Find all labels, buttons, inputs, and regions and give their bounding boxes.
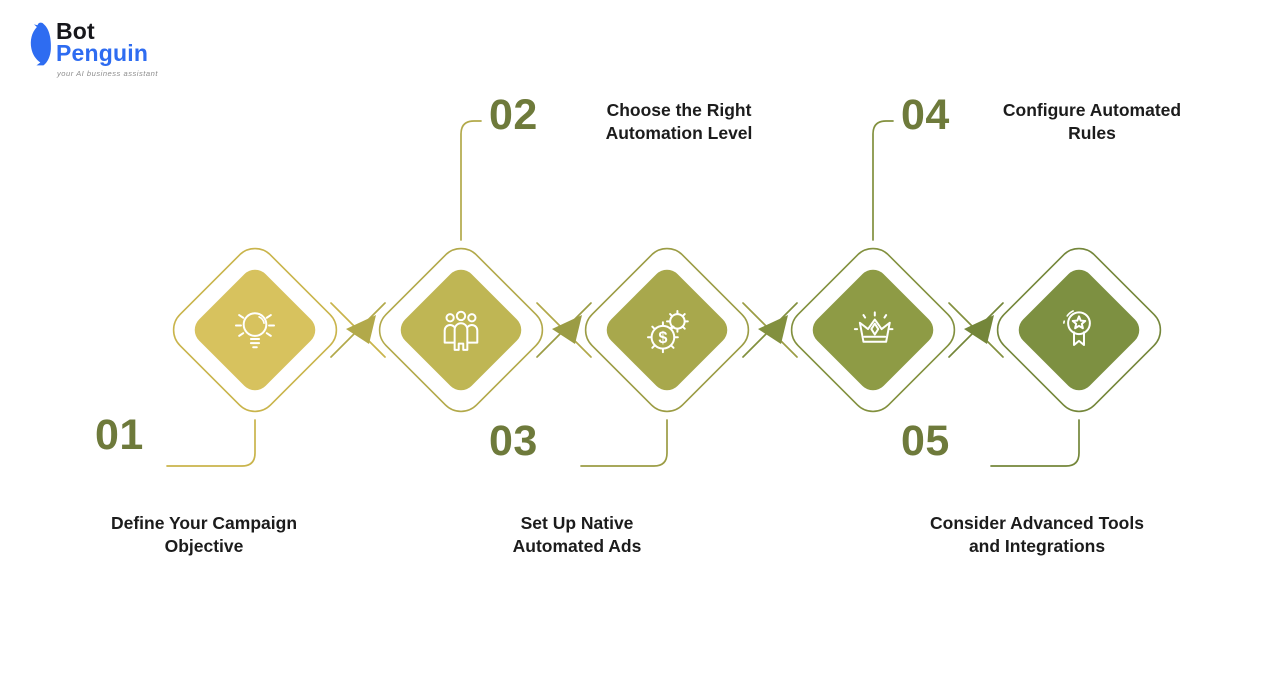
step-3-diamond: $ (584, 247, 750, 413)
step-label-2: Choose the Right Automation Level (605, 100, 753, 144)
diamond-outline (172, 247, 338, 413)
step-number-2: 02 (489, 91, 538, 139)
step-label-3: Set Up Native Automated Ads (512, 513, 642, 557)
crown-icon (853, 311, 894, 343)
award-icon (1063, 310, 1091, 346)
step-label-1: Define Your Campaign Objective (110, 513, 298, 557)
penguin-icon (30, 22, 51, 66)
connector-line-01 (166, 419, 256, 467)
connector-line-05 (990, 419, 1080, 467)
flow-cross-2 (536, 302, 592, 358)
flow-cross-1 (330, 302, 386, 358)
step-number-4: 04 (901, 91, 950, 139)
step-4-diamond (790, 247, 956, 413)
connector-line-04 (872, 120, 894, 241)
logo-word-penguin: Penguin (56, 40, 149, 66)
logo-tagline: your AI business assistant (57, 69, 158, 78)
lightbulb-icon (234, 312, 276, 349)
diamond-fill (194, 269, 316, 391)
logo-word-bot: Bot (56, 18, 95, 44)
diamond-outline (378, 247, 544, 413)
diamond-fill (1018, 269, 1140, 391)
arrow-left-icon (346, 315, 376, 344)
step-1-diamond (172, 247, 338, 413)
step-label-5: Consider Advanced Tools and Integrations (930, 513, 1144, 557)
arrow-left-icon (758, 315, 788, 344)
connector-line-03 (580, 419, 668, 467)
step-number-3: 03 (489, 417, 538, 465)
flow-cross-4 (948, 302, 1004, 358)
step-2-diamond (378, 247, 544, 413)
team-icon (443, 310, 479, 351)
diamond-outline (996, 247, 1162, 413)
step-number-5: 05 (901, 417, 950, 465)
diamond-outline (584, 247, 750, 413)
step-label-4: Configure Automated Rules (1002, 100, 1182, 144)
connector-line-02 (460, 120, 482, 241)
diamond-outline (790, 247, 956, 413)
flow-cross-3 (742, 302, 798, 358)
svg-text:$: $ (658, 329, 667, 347)
step-5-diamond (996, 247, 1162, 413)
step-number-1: 01 (95, 411, 144, 459)
arrow-left-icon (552, 315, 582, 344)
gear-dollar-icon: $ (646, 309, 689, 354)
botpenguin-logo: Bot Penguin your AI business assistant (27, 16, 217, 86)
arrow-left-icon (964, 315, 994, 344)
